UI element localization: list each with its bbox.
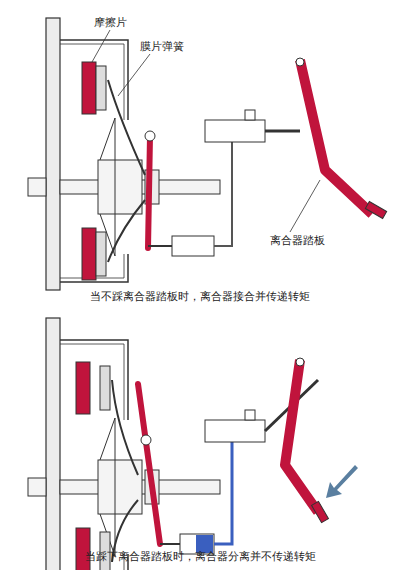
part-label: 摩擦片 (94, 16, 127, 29)
part-label: 离合器踏板 (270, 234, 325, 247)
panel-caption: 当不踩离合器踏板时，离合器接合并传递转矩 (0, 290, 400, 303)
part-label: 膜片弹簧 (140, 40, 184, 53)
panel-caption: 当踩下离合器踏板时，离合器分离并不传递转矩 (0, 550, 400, 563)
